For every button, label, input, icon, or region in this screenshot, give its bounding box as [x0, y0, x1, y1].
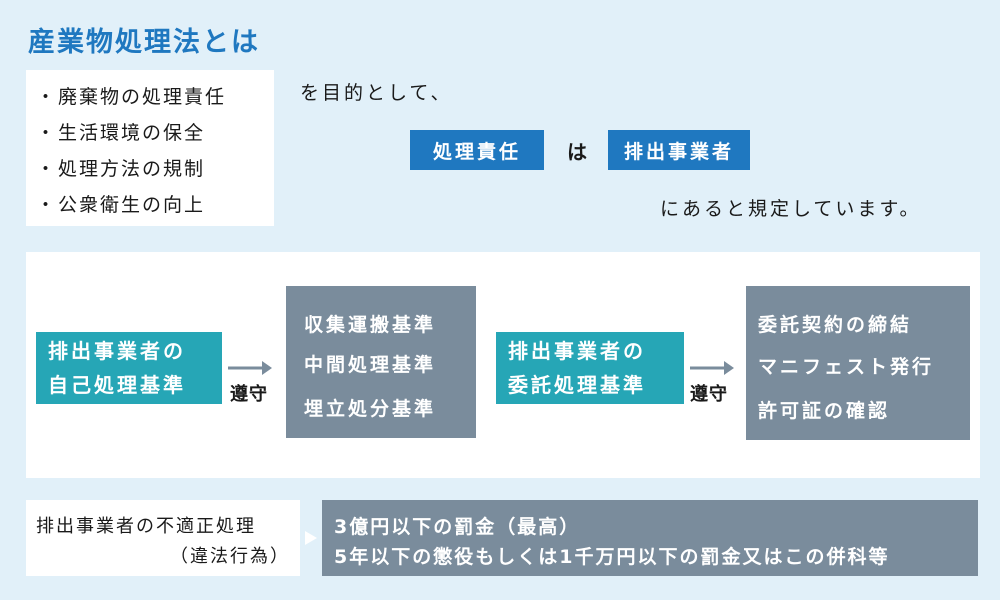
- box-line: 委託処理基準: [508, 373, 646, 397]
- tag-discharger: 排出事業者: [608, 130, 750, 170]
- standard-item: 委託契約の締結: [758, 314, 913, 336]
- standard-item: 中間処理基準: [304, 354, 437, 376]
- purpose-label: 廃棄物の処理責任: [58, 86, 227, 108]
- bullet: ・: [36, 122, 58, 144]
- page-title: 産業物処理法とは: [28, 27, 260, 58]
- purpose-label: 生活環境の保全: [58, 122, 206, 144]
- purpose-list: ・廃棄物の処理責任 ・生活環境の保全 ・処理方法の規制 ・公衆衛生の向上: [26, 70, 274, 226]
- self-standards-box: 収集運搬基準 中間処理基準 埋立処分基準: [286, 286, 476, 438]
- purpose-label: 公衆衛生の向上: [58, 194, 206, 216]
- box-line: 排出事業者の: [508, 339, 646, 363]
- purpose-label: 処理方法の規制: [58, 158, 206, 180]
- comply-label: 遵守: [230, 384, 268, 405]
- standard-item: 許可証の確認: [758, 400, 891, 422]
- purpose-item: ・廃棄物の処理責任: [36, 82, 226, 109]
- outsourced-processing-standard-box: 排出事業者の 委託処理基準: [496, 332, 684, 404]
- standard-item: マニフェスト発行: [758, 356, 935, 378]
- box-line: 自己処理基準: [48, 373, 186, 397]
- standard-item: 埋立処分基準: [304, 398, 437, 420]
- self-processing-standard-box: 排出事業者の 自己処理基準: [36, 332, 222, 404]
- purpose-item: ・生活環境の保全: [36, 118, 205, 145]
- improper-processing-label: 排出事業者の不適正処理: [36, 516, 256, 537]
- tag-responsibility: 処理責任: [410, 130, 544, 170]
- penalty-box: 3億円以下の罰金（最高） 5年以下の懲役もしくは1千万円以下の罰金又はこの併科等: [322, 500, 978, 576]
- arrow-right-icon: [690, 361, 734, 375]
- arrow-right-icon: [228, 361, 272, 375]
- illegal-act-label: （違法行為）: [170, 546, 290, 567]
- penalty-line: 3億円以下の罰金（最高）: [334, 516, 581, 538]
- purpose-item: ・公衆衛生の向上: [36, 190, 205, 217]
- sentence-particle: は: [567, 140, 589, 164]
- outsourced-standards-box: 委託契約の締結 マニフェスト発行 許可証の確認: [746, 286, 970, 440]
- bullet: ・: [36, 86, 58, 108]
- purpose-item: ・処理方法の規制: [36, 154, 205, 181]
- standard-item: 収集運搬基準: [304, 314, 437, 336]
- chevron-right-icon: [305, 531, 317, 545]
- box-line: 排出事業者の: [48, 339, 186, 363]
- comply-label: 遵守: [690, 384, 728, 405]
- bullet: ・: [36, 158, 58, 180]
- penalty-line: 5年以下の懲役もしくは1千万円以下の罰金又はこの併科等: [334, 546, 890, 568]
- sentence-suffix: にあると規定しています。: [660, 198, 922, 220]
- sentence-prefix: を目的として、: [300, 82, 453, 104]
- improper-processing-label-box: 排出事業者の不適正処理 （違法行為）: [26, 500, 300, 576]
- bullet: ・: [36, 194, 58, 216]
